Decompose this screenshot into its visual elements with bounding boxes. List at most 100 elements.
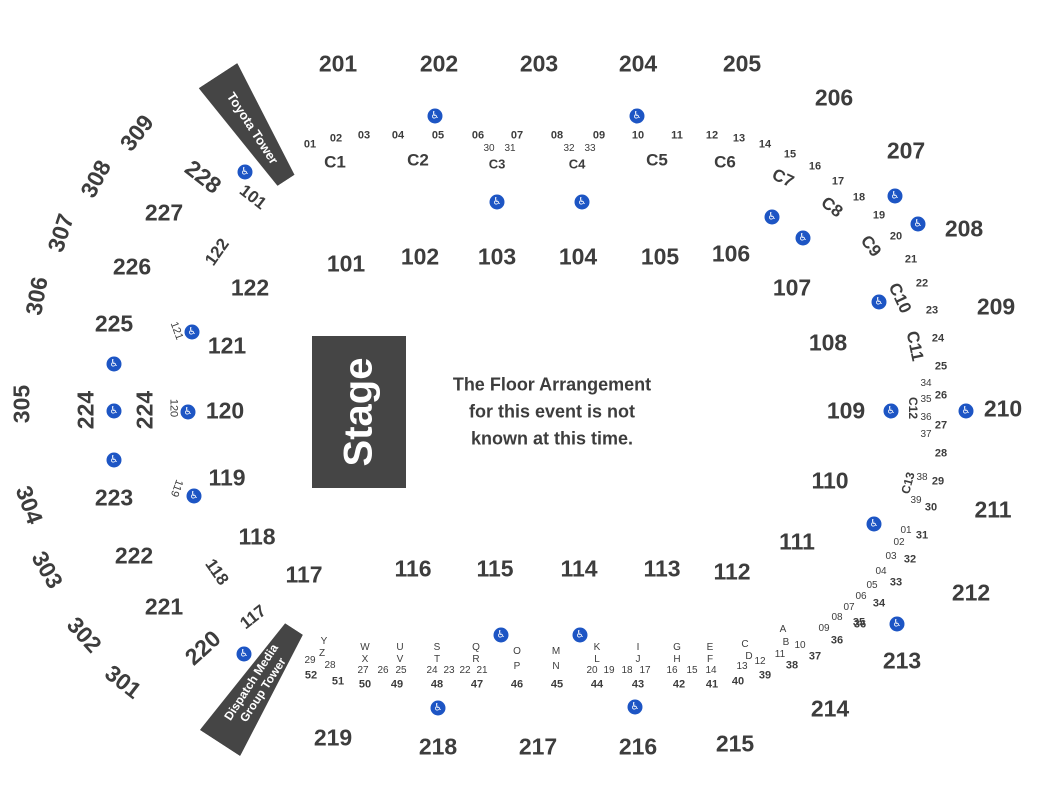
section-309[interactable]: 309 (114, 109, 159, 156)
box-sub-label[interactable]: 01 (900, 525, 912, 536)
section-228[interactable]: 228 (180, 154, 227, 199)
row-letter[interactable]: L (594, 654, 600, 665)
wheelchair-icon[interactable]: ♿ (889, 616, 905, 632)
row-letter[interactable]: E (706, 642, 714, 653)
box-label[interactable]: 01 (303, 138, 317, 151)
section-302[interactable]: 302 (61, 611, 107, 658)
box-label[interactable]: 27 (934, 419, 948, 432)
club-c1[interactable]: C1 (324, 152, 346, 172)
box-sub-label[interactable]: 35 (920, 394, 932, 405)
section-227[interactable]: 227 (144, 199, 184, 226)
section-306[interactable]: 306 (20, 274, 53, 318)
box-sub-label[interactable]: 02 (893, 537, 905, 548)
box-sub-label[interactable]: 38 (916, 472, 928, 483)
box-sub-label[interactable]: 17 (639, 665, 651, 676)
box-label[interactable]: 43 (631, 678, 645, 691)
section-114[interactable]: 114 (560, 555, 598, 582)
wheelchair-icon[interactable]: ♿ (180, 404, 196, 420)
box-label[interactable]: 19 (872, 209, 886, 222)
section-202[interactable]: 202 (419, 50, 459, 77)
section-122-small[interactable]: 122 (201, 234, 233, 270)
row-letter[interactable]: C (741, 639, 749, 650)
box-label[interactable]: 29 (931, 475, 945, 488)
section-203[interactable]: 203 (519, 50, 559, 77)
box-sub-label[interactable]: 07 (843, 602, 855, 613)
row-letter[interactable]: S (433, 642, 441, 653)
row-letter[interactable]: W (360, 642, 370, 653)
club-c12[interactable]: C12 (906, 396, 920, 420)
wheelchair-icon[interactable]: ♿ (427, 108, 443, 124)
wheelchair-icon[interactable]: ♿ (871, 294, 887, 310)
box-label[interactable]: 03 (357, 129, 371, 142)
box-sub-label[interactable]: 37 (920, 429, 932, 440)
box-sub-label[interactable]: 14 (705, 665, 717, 676)
wheelchair-icon[interactable]: ♿ (106, 403, 122, 419)
club-c2[interactable]: C2 (407, 150, 429, 170)
section-117-small[interactable]: 117 (236, 601, 270, 633)
box-sub-label[interactable]: 22 (459, 665, 471, 676)
box-sub-label[interactable]: 30 (483, 143, 495, 154)
section-120[interactable]: 120 (205, 397, 245, 424)
club-c5[interactable]: C5 (646, 150, 668, 170)
box-label[interactable]: 31 (915, 529, 929, 542)
box-sub-label[interactable]: 21 (476, 665, 488, 676)
club-c3[interactable]: C3 (488, 156, 506, 172)
section-104[interactable]: 104 (558, 243, 598, 270)
box-label[interactable]: 36 (830, 634, 844, 647)
section-224[interactable]: 224 (131, 390, 158, 430)
box-label[interactable]: 21 (904, 253, 918, 266)
section-304[interactable]: 304 (10, 482, 49, 528)
box-label[interactable]: 37 (808, 650, 822, 663)
box-sub-label[interactable]: 15 (686, 665, 698, 676)
box-label[interactable]: 41 (705, 678, 719, 691)
box-sub-label[interactable]: 16 (666, 665, 678, 676)
box-sub-label[interactable]: 29 (304, 655, 316, 666)
box-label[interactable]: 52 (304, 669, 318, 682)
section-105[interactable]: 105 (640, 243, 680, 270)
box-label[interactable]: 30 (924, 501, 938, 514)
wheelchair-icon[interactable]: ♿ (883, 403, 899, 419)
box-label[interactable]: 34 (872, 597, 886, 610)
row-letter[interactable]: G (673, 642, 681, 653)
box-sub-label[interactable]: 04 (875, 566, 887, 577)
section-225[interactable]: 225 (94, 310, 134, 337)
row-letter[interactable]: Z (318, 648, 326, 659)
club-c13[interactable]: C13 (898, 470, 918, 496)
section-222[interactable]: 222 (114, 542, 154, 569)
wheelchair-icon[interactable]: ♿ (106, 452, 122, 468)
box-label[interactable]: 20 (889, 230, 903, 243)
section-210[interactable]: 210 (983, 395, 1023, 422)
box-sub-label[interactable]: 26 (377, 665, 389, 676)
row-letter[interactable]: D (745, 651, 753, 662)
box-sub-label[interactable]: 08 (831, 612, 843, 623)
row-letter[interactable]: X (361, 654, 369, 665)
section-215[interactable]: 215 (715, 730, 755, 757)
box-label[interactable]: 02 (329, 132, 343, 145)
wheelchair-icon[interactable]: ♿ (795, 230, 811, 246)
wheelchair-icon[interactable]: ♿ (910, 216, 926, 232)
box-label[interactable]: 48 (430, 678, 444, 691)
section-119[interactable]: 119 (208, 464, 246, 491)
section-102[interactable]: 102 (400, 243, 440, 270)
box-sub-label[interactable]: 13 (736, 661, 748, 672)
section-301[interactable]: 301 (100, 659, 147, 704)
row-letter[interactable]: Y (320, 636, 328, 647)
box-sub-label[interactable]: 25 (395, 665, 407, 676)
section-303[interactable]: 303 (26, 546, 69, 593)
wheelchair-icon[interactable]: ♿ (237, 164, 253, 180)
wheelchair-icon[interactable]: ♿ (629, 108, 645, 124)
club-c10[interactable]: C10 (884, 279, 916, 317)
box-sub-label[interactable]: 31 (504, 143, 516, 154)
box-label[interactable]: 11 (671, 129, 683, 142)
row-letter[interactable]: I (636, 642, 640, 653)
box-label[interactable]: 14 (758, 138, 772, 151)
box-label[interactable]: 36 (853, 618, 867, 631)
row-letter[interactable]: K (593, 642, 601, 653)
box-label[interactable]: 22 (915, 277, 929, 290)
row-letter[interactable]: J (635, 654, 641, 665)
wheelchair-icon[interactable]: ♿ (184, 324, 200, 340)
section-110[interactable]: 110 (811, 467, 849, 494)
section-120-small[interactable]: 120 (167, 398, 180, 418)
section-209[interactable]: 209 (976, 293, 1016, 320)
section-106[interactable]: 106 (711, 240, 751, 267)
